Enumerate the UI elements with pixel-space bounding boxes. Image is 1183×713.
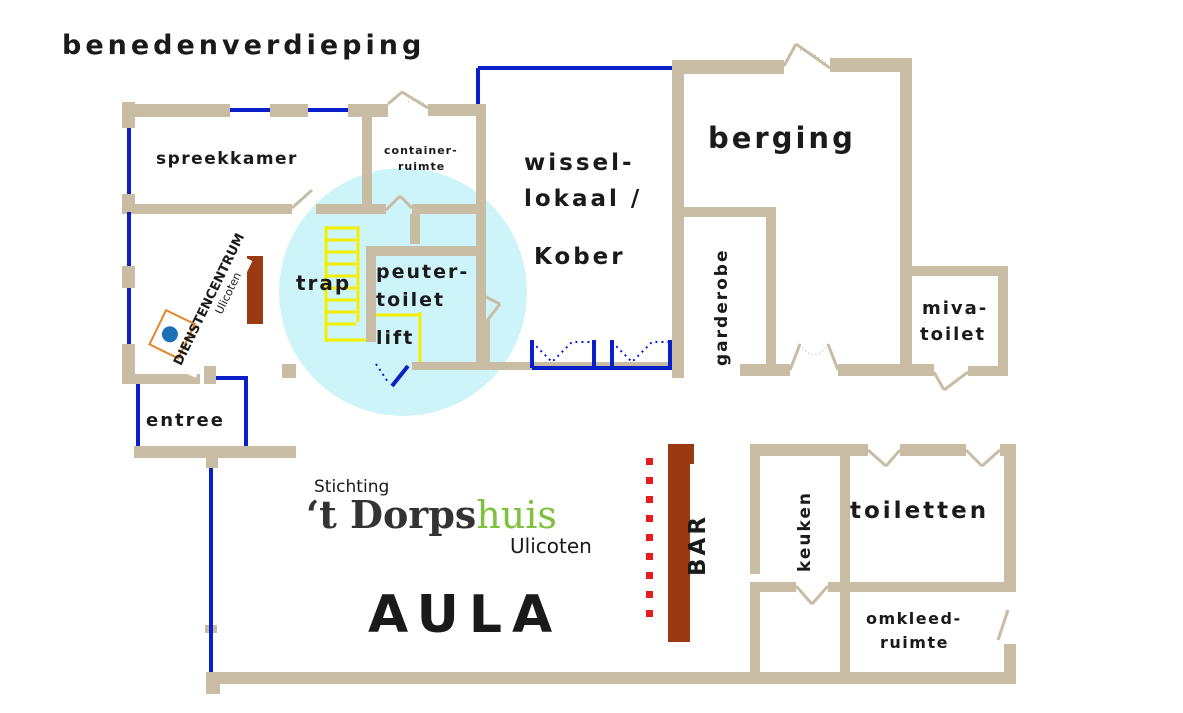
highlight-circle — [279, 168, 527, 416]
bar-counter — [668, 444, 690, 642]
room-label-toiletten: toiletten — [850, 498, 989, 524]
dorpshuis-logo: Stichting ‘t Dorpshuis Ulicoten — [306, 477, 592, 558]
room-label-wissel-2: lokaal / — [524, 186, 642, 212]
room-label-wissel-1: wissel- — [524, 150, 635, 176]
room-label-spreekkamer: spreekkamer — [156, 149, 298, 169]
room-label-peuter-2: toilet — [376, 289, 445, 311]
reception-desk — [247, 256, 263, 324]
dorpshuis-name-green: huis — [476, 493, 557, 537]
door-swings — [290, 42, 1010, 641]
room-label-omkleed-1: omkleed- — [866, 609, 962, 628]
room-label-aula: AULA — [368, 585, 562, 645]
room-label-entree: entree — [146, 410, 225, 431]
room-label-container-1: container- — [384, 144, 458, 157]
dorpshuis-name: ‘t Dorpshuis — [306, 492, 557, 537]
dorpshuis-stichting: Stichting — [314, 477, 389, 497]
room-label-miva-2: toilet — [920, 324, 986, 345]
walls — [122, 58, 1016, 694]
room-label-container-2: ruimte — [398, 160, 445, 173]
room-label-miva-1: miva- — [922, 298, 988, 319]
room-label-lift: lift — [376, 327, 414, 349]
room-label-wissel-3: Kober — [534, 244, 626, 270]
folding-doors — [375, 341, 670, 383]
page-title: benedenverdieping — [62, 30, 425, 61]
room-label-trap: trap — [296, 271, 351, 295]
room-label-omkleed-2: ruimte — [880, 633, 949, 652]
bar-stool-markers — [646, 458, 653, 617]
room-label-peuter-1: peuter- — [376, 261, 469, 283]
room-label-garderobe: garderobe — [712, 249, 732, 367]
dienstencentrum-logo: DIENSTENCENTRUM Ulicoten — [148, 231, 253, 378]
dorpshuis-name-dark: ‘t Dorps — [306, 492, 476, 537]
dorpshuis-place: Ulicoten — [510, 534, 592, 558]
room-label-keuken: keuken — [795, 491, 815, 572]
bar-counter-top — [668, 444, 694, 464]
door-swing-hints — [407, 49, 829, 356]
room-label-berging: berging — [708, 121, 856, 155]
glass-walls — [127, 66, 672, 672]
room-label-bar: BAR — [685, 514, 711, 576]
